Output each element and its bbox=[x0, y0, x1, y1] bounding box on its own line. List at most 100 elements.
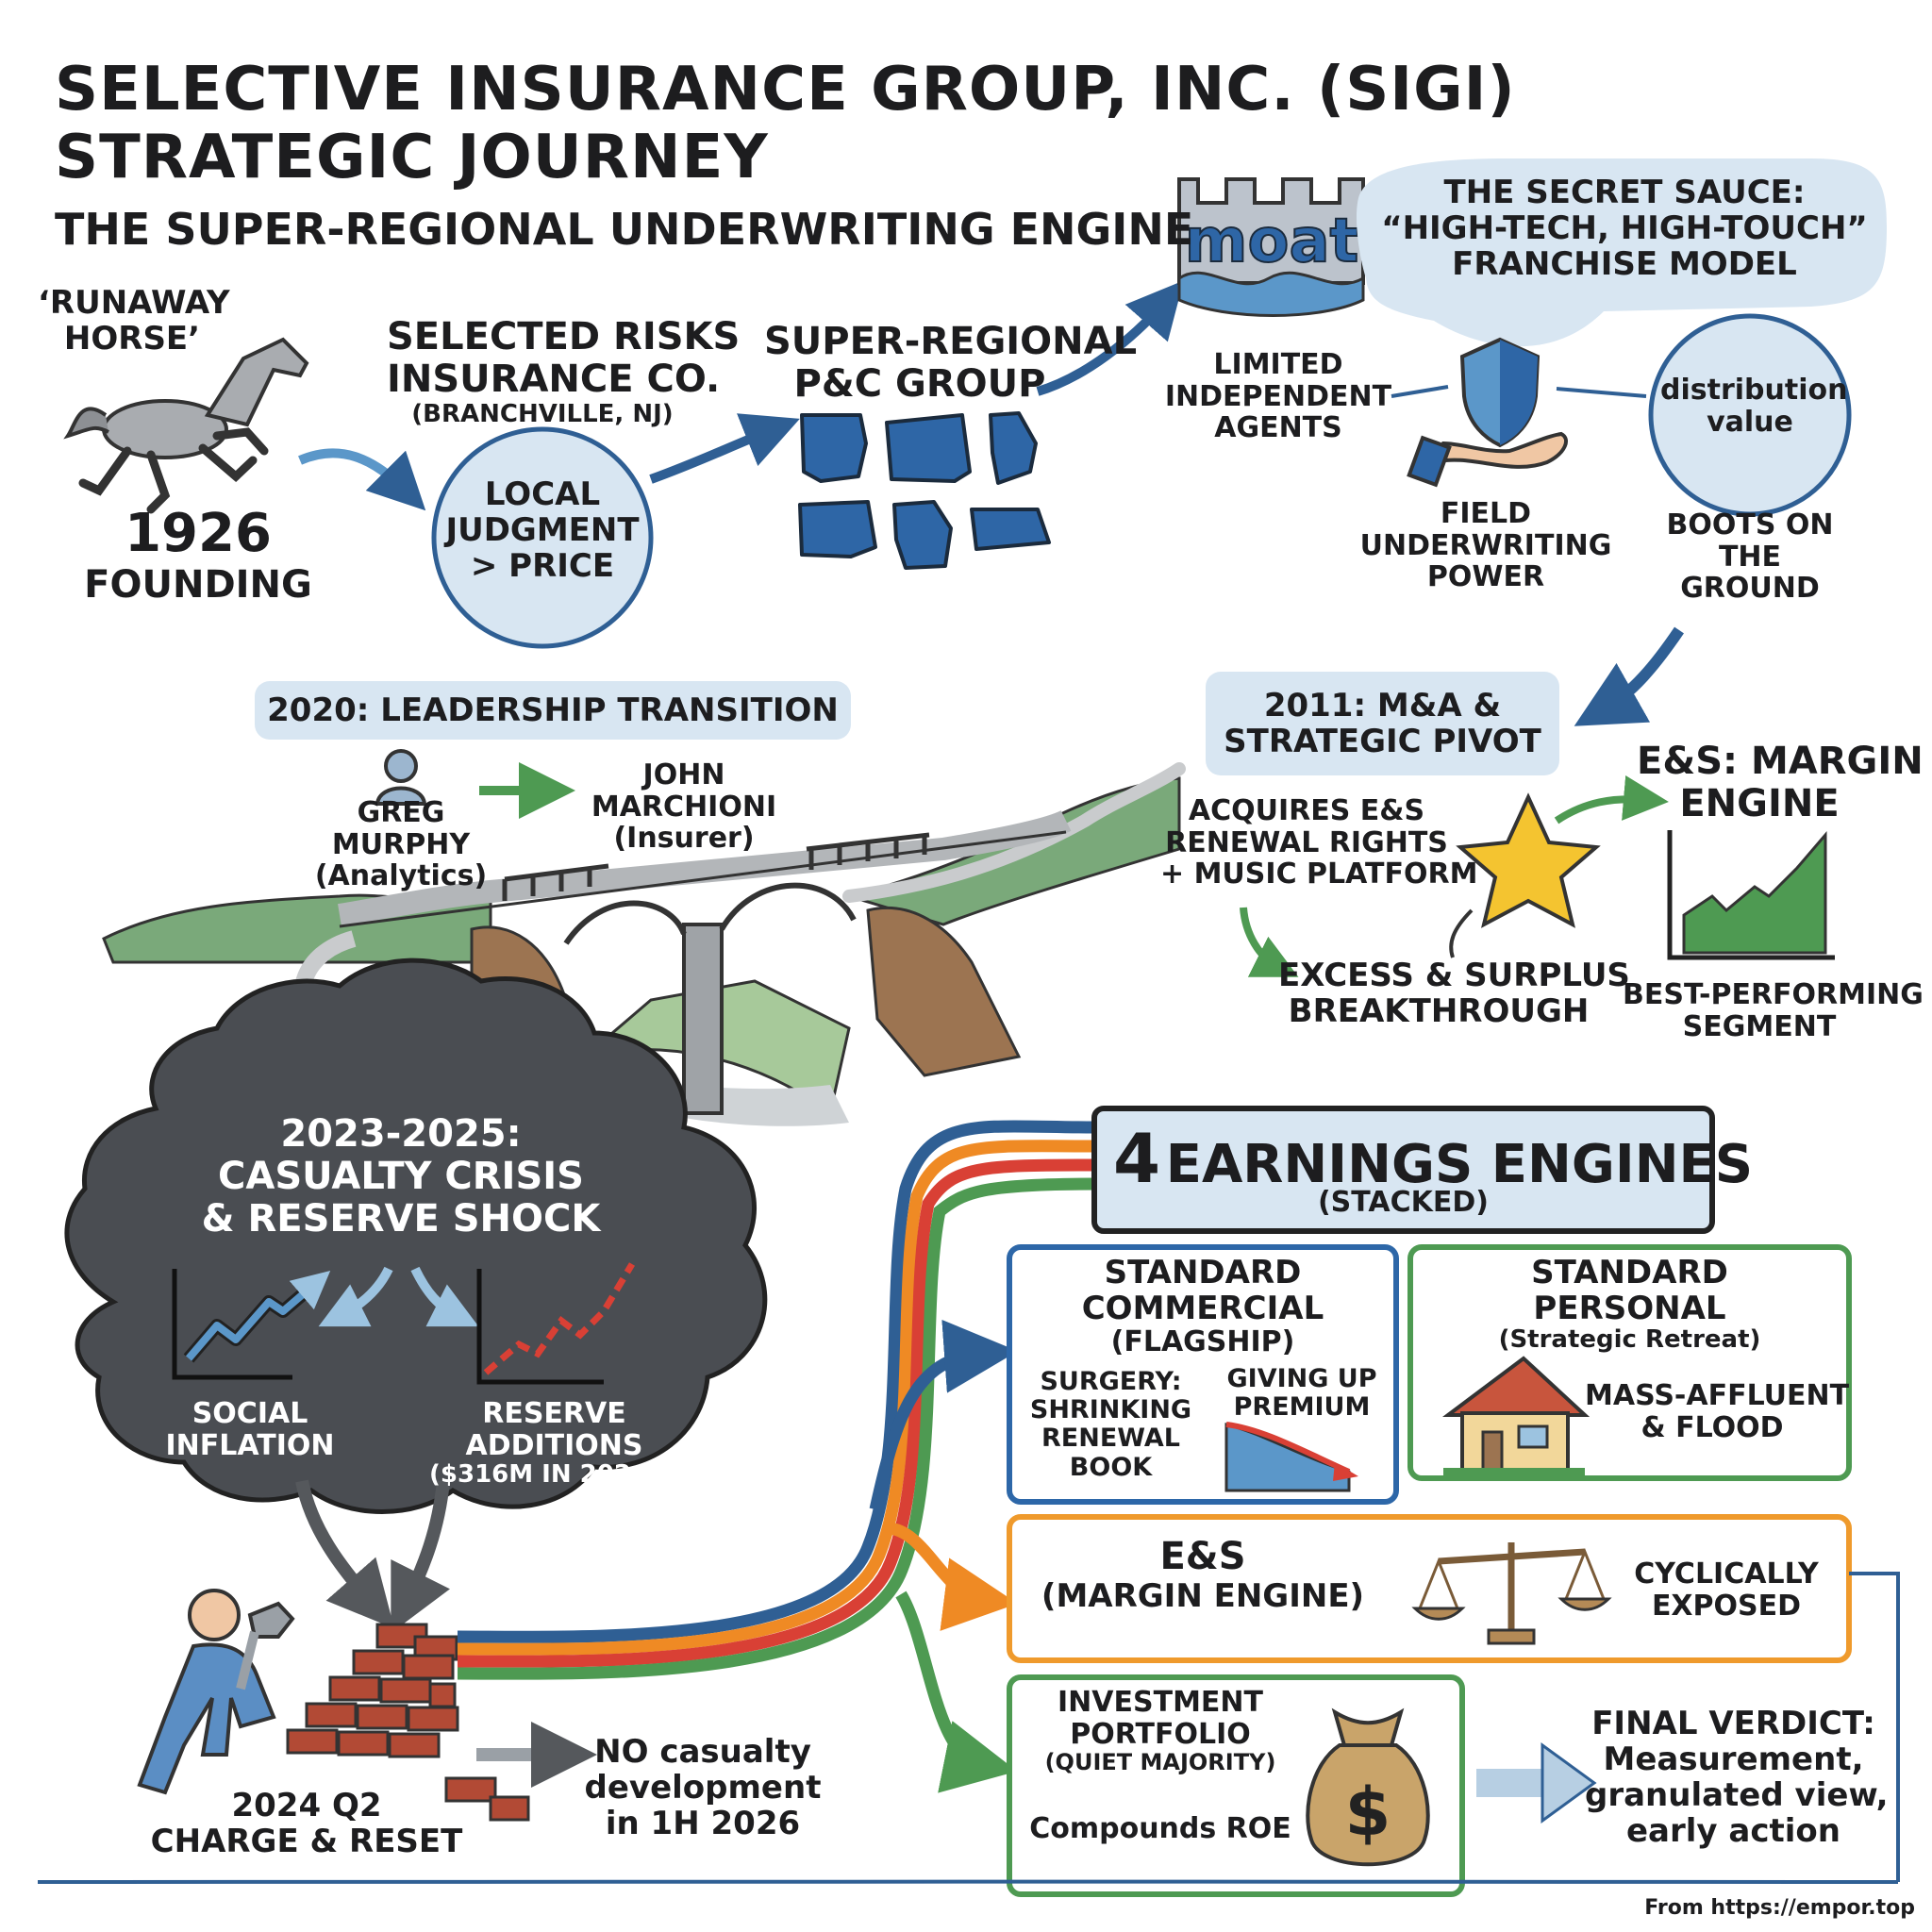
crisis-header: 2023-2025: CASUALTY CRISIS & RESERVE SHO… bbox=[184, 1113, 618, 1240]
from-role: (Analytics) bbox=[314, 859, 488, 893]
page-title: SELECTIVE INSURANCE GROUP, INC. (SIGI) S… bbox=[55, 56, 1516, 192]
horse-line-1: ‘RUNAWAY bbox=[38, 284, 230, 322]
field-line-1: FIELD bbox=[1440, 497, 1532, 530]
verdict-line-2: Measurement, bbox=[1603, 1740, 1864, 1779]
cyclical-line-1: CYCLICALLY bbox=[1634, 1557, 1819, 1591]
arrow-crisis-left bbox=[318, 1266, 393, 1327]
sauce-line-1: THE SECRET SAUCE: bbox=[1443, 174, 1806, 211]
balance-scale-icon bbox=[1411, 1542, 1612, 1645]
boots-line-1: BOOTS ON bbox=[1666, 508, 1834, 541]
field-line-3: POWER bbox=[1426, 560, 1545, 594]
horse-line-2: HORSE’ bbox=[63, 320, 201, 358]
arrow-to-verdict-head bbox=[1541, 1742, 1597, 1824]
arrow-to-commercial bbox=[869, 1319, 1018, 1511]
acquires-line-2: RENEWAL RIGHTS bbox=[1165, 825, 1448, 859]
margin-engine-label: E&S: MARGIN ENGINE bbox=[1637, 740, 1924, 825]
title-line-2: STRATEGIC JOURNEY bbox=[55, 122, 769, 192]
field-underwriting-label: FIELD UNDERWRITING POWER bbox=[1354, 498, 1618, 593]
charge-reset-label: 2024 Q2 CHARGE & RESET bbox=[142, 1788, 472, 1859]
company-location: (BRANCHVILLE, NJ) bbox=[411, 400, 674, 428]
moat-word: moat bbox=[1185, 207, 1358, 276]
company-line-1: SELECTED RISKS bbox=[387, 315, 741, 358]
boots-on-ground-label: BOOTS ON THE GROUND bbox=[1646, 509, 1854, 605]
giving-up-premium-label: GIVING UP PREMIUM bbox=[1217, 1364, 1387, 1423]
crisis-cloud bbox=[64, 958, 768, 1514]
crisis-line-1: 2023-2025: bbox=[280, 1112, 522, 1156]
giving-line-2: PREMIUM bbox=[1233, 1392, 1371, 1423]
best-line-2: SEGMENT bbox=[1682, 1009, 1837, 1043]
final-verdict: FINAL VERDICT: Measurement, granulated v… bbox=[1585, 1705, 1889, 1849]
investment-subtitle: (QUIET MAJORITY) bbox=[1044, 1749, 1276, 1776]
person-icon bbox=[375, 749, 427, 806]
es-title: E&S (MARGIN ENGINE) bbox=[1028, 1536, 1377, 1614]
compounds-roe-label: Compounds ROE bbox=[1029, 1812, 1291, 1845]
social-line-2: INFLATION bbox=[165, 1428, 335, 1462]
arrow-star-to-margin bbox=[1554, 775, 1669, 824]
local-judgment-circle bbox=[431, 426, 654, 649]
reset-line-1: 2024 Q2 bbox=[231, 1787, 382, 1824]
reset-line-2: CHARGE & RESET bbox=[150, 1823, 463, 1861]
es-title-line: E&S bbox=[1159, 1535, 1246, 1578]
distribution-line-1: distribution bbox=[1660, 374, 1848, 407]
runaway-horse-label: ‘RUNAWAY HORSE’ bbox=[38, 284, 230, 358]
acquires-line-3: + MUSIC PLATFORM bbox=[1160, 858, 1478, 891]
surgery-label: SURGERY: SHRINKING RENEWAL BOOK bbox=[1024, 1367, 1198, 1482]
source-credit: From https://empor.top bbox=[1644, 1896, 1915, 1920]
crisis-line-2: CASUALTY CRISIS bbox=[218, 1154, 584, 1198]
secret-sauce-bubble bbox=[1356, 158, 1887, 347]
star-icon bbox=[1456, 792, 1601, 928]
no-casualty-label: NO casualty development in 1H 2026 bbox=[566, 1734, 840, 1841]
investment-line-1: INVESTMENT bbox=[1058, 1686, 1263, 1719]
verdict-line-1: FINAL VERDICT: bbox=[1591, 1705, 1875, 1742]
best-line-1: BEST-PERFORMING bbox=[1623, 978, 1924, 1011]
page-subtitle: THE SUPER-REGIONAL UNDERWRITING ENGINE bbox=[55, 204, 1194, 255]
surgery-line-1: SURGERY: bbox=[1040, 1367, 1182, 1396]
cyclical-line-2: EXPOSED bbox=[1651, 1589, 1802, 1623]
breakthrough-line-1: EXCESS & SURPLUS bbox=[1278, 957, 1630, 994]
outcome-line-2: development bbox=[584, 1769, 822, 1807]
to-role: (Insurer) bbox=[613, 822, 755, 856]
limited-agents-label: LIMITED INDEPENDENT AGENTS bbox=[1156, 349, 1401, 444]
connector-agents bbox=[1391, 385, 1449, 398]
distribution-line-2: value bbox=[1707, 405, 1793, 439]
es-breakthrough-label: EXCESS & SURPLUS BREAKTHROUGH bbox=[1278, 957, 1630, 1029]
verdict-line-3: granulated view, bbox=[1585, 1776, 1889, 1815]
sauce-line-3: FRANCHISE MODEL bbox=[1452, 245, 1797, 284]
investment-line-2: PORTFOLIO bbox=[1070, 1717, 1251, 1751]
judgment-line-3: > PRICE bbox=[470, 547, 615, 586]
company-name: SELECTED RISKS INSURANCE CO. bbox=[387, 315, 741, 401]
surgery-line-2: SHRINKING bbox=[1029, 1395, 1192, 1425]
crisis-line-3: & RESERVE SHOCK bbox=[201, 1196, 601, 1241]
arrow-to-investment bbox=[895, 1591, 1018, 1793]
stacked-ribbons bbox=[457, 1120, 1095, 1680]
sauce-line-2: “HIGH-TECH, HIGH-TOUCH” bbox=[1381, 209, 1868, 248]
social-inflation-chart-icon bbox=[172, 1269, 331, 1380]
reserve-amount: ($316M IN 2024 GL) bbox=[429, 1460, 704, 1490]
cyclically-exposed-label: CYCLICALLY EXPOSED bbox=[1623, 1558, 1830, 1622]
svg-text:$: $ bbox=[1345, 1774, 1391, 1851]
personal-line-1: STANDARD bbox=[1531, 1254, 1728, 1291]
arrow-judgment-to-group bbox=[649, 413, 800, 484]
acquires-line-1: ACQUIRES E&S bbox=[1188, 794, 1425, 827]
earnings-engines-subtitle: (STACKED) bbox=[1317, 1186, 1490, 1219]
frame-bottom-edge bbox=[37, 1878, 1899, 1885]
group-line-2: P&C GROUP bbox=[793, 361, 1046, 406]
commercial-subtitle: (FLAGSHIP) bbox=[1110, 1325, 1295, 1359]
arrow-cloud-to-reset-right bbox=[391, 1480, 450, 1634]
margin-growth-chart-icon bbox=[1667, 830, 1835, 960]
es-subtitle: (MARGIN ENGINE) bbox=[1041, 1576, 1365, 1615]
greg-murphy-label: GREG MURPHY (Analytics) bbox=[307, 797, 495, 892]
margin-line-2: ENGINE bbox=[1679, 781, 1840, 825]
affluent-line-1: MASS-AFFLUENT bbox=[1585, 1379, 1850, 1412]
horse-icon bbox=[63, 337, 309, 514]
surgery-line-3: RENEWAL bbox=[1041, 1424, 1180, 1454]
commercial-title: STANDARD COMMERCIAL (FLAGSHIP) bbox=[1009, 1255, 1396, 1358]
distribution-value-text: distribution value bbox=[1660, 374, 1848, 439]
engine-count: 4 bbox=[1113, 1119, 1161, 1198]
to-name-line-1: JOHN bbox=[642, 758, 725, 791]
outcome-line-1: NO casualty bbox=[594, 1733, 811, 1771]
arrow-founding-to-judgment bbox=[298, 448, 426, 511]
margin-line-1: E&S: MARGIN bbox=[1637, 740, 1924, 783]
local-judgment-text: LOCAL JUDGMENT > PRICE bbox=[439, 476, 646, 584]
